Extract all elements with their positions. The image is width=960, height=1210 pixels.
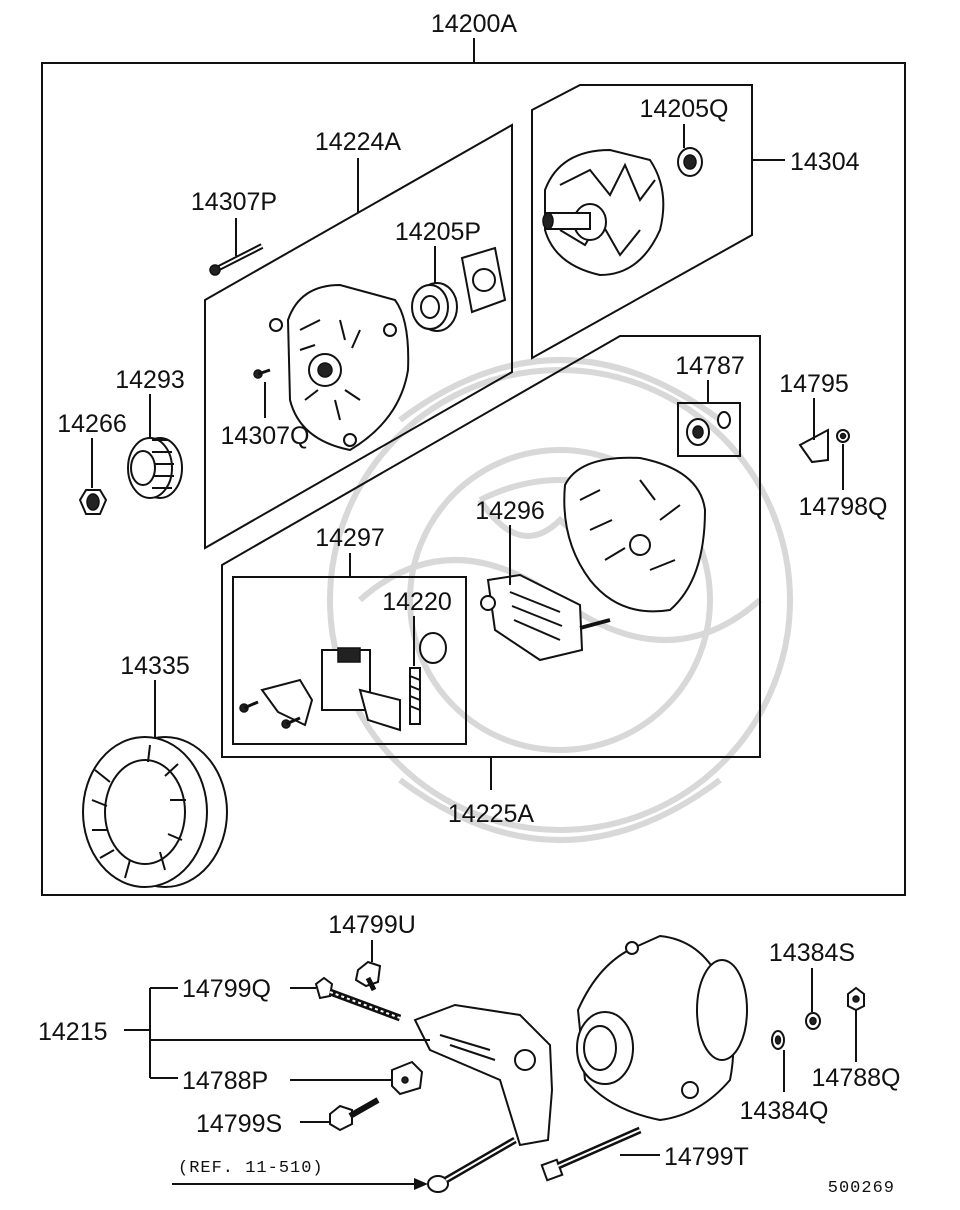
bolt-14799S xyxy=(329,1097,380,1132)
alternator-body xyxy=(576,934,748,1122)
leader-14215 xyxy=(124,987,430,1123)
label-14293: 14293 xyxy=(115,366,185,394)
bracket-14795 xyxy=(798,428,829,464)
front-housing xyxy=(269,283,410,452)
nut-14788P xyxy=(391,1060,424,1096)
label-14799U: 14799U xyxy=(328,911,416,939)
panel-14225A xyxy=(221,335,761,758)
label-14788Q: 14788Q xyxy=(812,1064,901,1092)
label-14307Q: 14307Q xyxy=(221,422,310,450)
label-14384S: 14384S xyxy=(769,939,855,967)
label-14307P: 14307P xyxy=(191,188,277,216)
label-14225A: 14225A xyxy=(448,800,535,828)
bolt-14307P xyxy=(209,243,264,276)
stator-14335 xyxy=(82,736,228,888)
bolt-14799T xyxy=(540,1126,642,1182)
bearing-14205P xyxy=(411,282,458,332)
screw-14307Q xyxy=(253,368,271,379)
label-14205Q: 14205Q xyxy=(640,95,729,123)
nut-14266 xyxy=(78,489,108,515)
washer-14384Q xyxy=(771,1030,785,1050)
long-bolt-ref xyxy=(427,1136,517,1193)
label-14798Q: 14798Q xyxy=(799,493,888,521)
label-14297: 14297 xyxy=(315,524,385,552)
bolt-14799Q xyxy=(314,976,402,1022)
label-14788P: 14788P xyxy=(182,1067,268,1095)
ref-arrow xyxy=(172,1178,428,1190)
label-14220: 14220 xyxy=(382,588,452,616)
label-14799Q: 14799Q xyxy=(182,975,271,1003)
nut-14798Q xyxy=(836,429,850,443)
label-14335: 14335 xyxy=(120,652,190,680)
diagram-code: 500269 xyxy=(828,1179,895,1198)
label-14799S: 14799S xyxy=(196,1110,282,1138)
regulator-assembly xyxy=(239,647,401,732)
label-14799T: 14799T xyxy=(664,1143,749,1171)
retainer-plate xyxy=(460,246,507,314)
label-14795: 14795 xyxy=(779,370,849,398)
pulley-14293 xyxy=(127,437,183,499)
label-14224A: 14224A xyxy=(315,128,402,156)
label-14200A: 14200A xyxy=(431,10,518,38)
label-14215: 14215 xyxy=(38,1018,108,1046)
bearing-14205Q xyxy=(677,147,703,177)
label-14787: 14787 xyxy=(675,352,745,380)
bracket-14215 xyxy=(413,1003,554,1147)
label-14205P: 14205P xyxy=(395,218,481,246)
label-14296: 14296 xyxy=(475,497,545,525)
bearing-14787 xyxy=(686,411,731,446)
nut-14788Q xyxy=(847,986,865,1012)
label-14304: 14304 xyxy=(790,148,860,176)
panel-14224A xyxy=(204,123,513,550)
rectifier-14296 xyxy=(480,573,611,662)
bolt-14799U xyxy=(354,960,382,992)
label-14266: 14266 xyxy=(57,410,127,438)
rear-housing xyxy=(563,456,707,613)
rotor-14304 xyxy=(542,148,665,277)
seal-ring xyxy=(419,632,447,664)
label-ref: (REF. 11-510) xyxy=(178,1159,324,1178)
label-14384Q: 14384Q xyxy=(740,1097,829,1125)
brush-14220 xyxy=(409,667,421,725)
washer-14384S xyxy=(805,1012,821,1030)
